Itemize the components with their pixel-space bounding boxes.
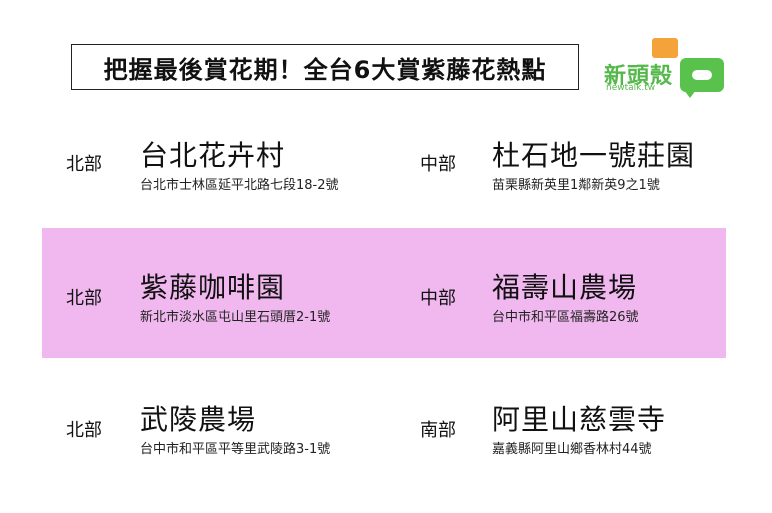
region-label: 中部: [420, 154, 456, 175]
list-row: 北部 武陵農場 台中市和平區平等里武陵路3-1號 南部 阿里山慈雲寺 嘉義縣阿里…: [0, 396, 772, 466]
list-row: 北部 紫藤咖啡園 新北市淡水區屯山里石頭厝2-1號 中部 福壽山農場 台中市和平…: [0, 264, 772, 334]
place-name: 武陵農場: [140, 403, 257, 436]
region-label: 北部: [66, 288, 102, 309]
region-label: 中部: [420, 288, 456, 309]
place-address: 台中市和平區平等里武陵路3-1號: [140, 442, 331, 457]
speech-bubble-icon: [652, 38, 678, 58]
place-name: 紫藤咖啡園: [140, 271, 286, 304]
chat-bubble-icon: [680, 58, 724, 92]
place-address: 苗栗縣新英里1鄰新英9之1號: [492, 178, 660, 193]
place-address: 台中市和平區福壽路26號: [492, 310, 639, 325]
list-row: 北部 台北花卉村 台北市士林區延平北路七段18-2號 中部 杜石地一號莊園 苗栗…: [0, 132, 772, 202]
region-label: 北部: [66, 154, 102, 175]
place-name: 福壽山農場: [492, 271, 638, 304]
place-name: 台北花卉村: [140, 139, 286, 172]
highlight-band: [42, 228, 726, 358]
logo-name: 新頭殼: [604, 64, 674, 89]
place-address: 新北市淡水區屯山里石頭厝2-1號: [140, 310, 331, 325]
page-title: 把握最後賞花期！全台6大賞紫藤花熱點: [71, 44, 579, 90]
logo-domain: newtalk.tw: [606, 83, 656, 93]
region-label: 北部: [66, 420, 102, 441]
place-name: 杜石地一號莊園: [492, 139, 696, 172]
region-label: 南部: [420, 420, 456, 441]
place-address: 台北市士林區延平北路七段18-2號: [140, 178, 339, 193]
place-address: 嘉義縣阿里山鄉香林村44號: [492, 442, 652, 457]
place-name: 阿里山慈雲寺: [492, 403, 667, 436]
newtalk-logo: 新頭殼 newtalk.tw: [600, 36, 730, 98]
bubble-tail-icon: [684, 90, 696, 98]
